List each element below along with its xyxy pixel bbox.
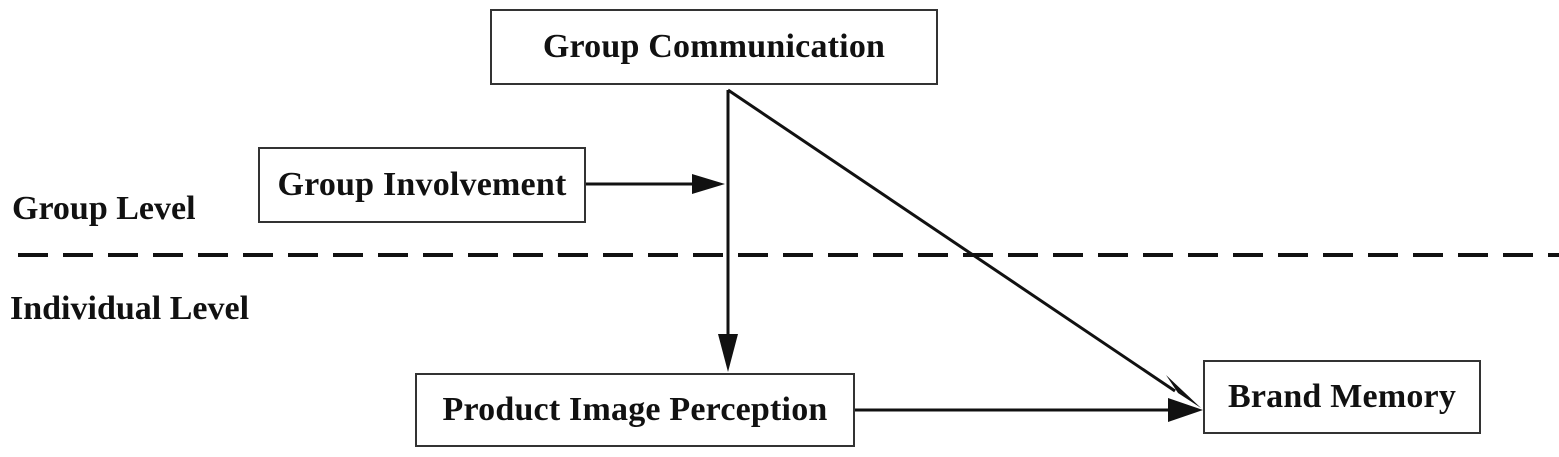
arrow-communication-to-brand-memory xyxy=(727,88,1176,393)
group-level-label: Group Level xyxy=(12,190,196,227)
arrowhead-perception-to-brand-memory xyxy=(1168,398,1203,422)
node-product-image-perception: Product Image Perception xyxy=(415,373,855,447)
arrowhead-involvement-to-path xyxy=(692,174,725,194)
node-brand-memory: Brand Memory xyxy=(1203,360,1481,434)
individual-level-label: Individual Level xyxy=(10,290,250,327)
node-group-communication: Group Communication xyxy=(490,9,938,85)
arrowhead-communication-to-perception xyxy=(718,334,738,372)
node-group-involvement: Group Involvement xyxy=(258,147,586,223)
arrowhead-communication-to-brand-memory xyxy=(1166,375,1201,408)
